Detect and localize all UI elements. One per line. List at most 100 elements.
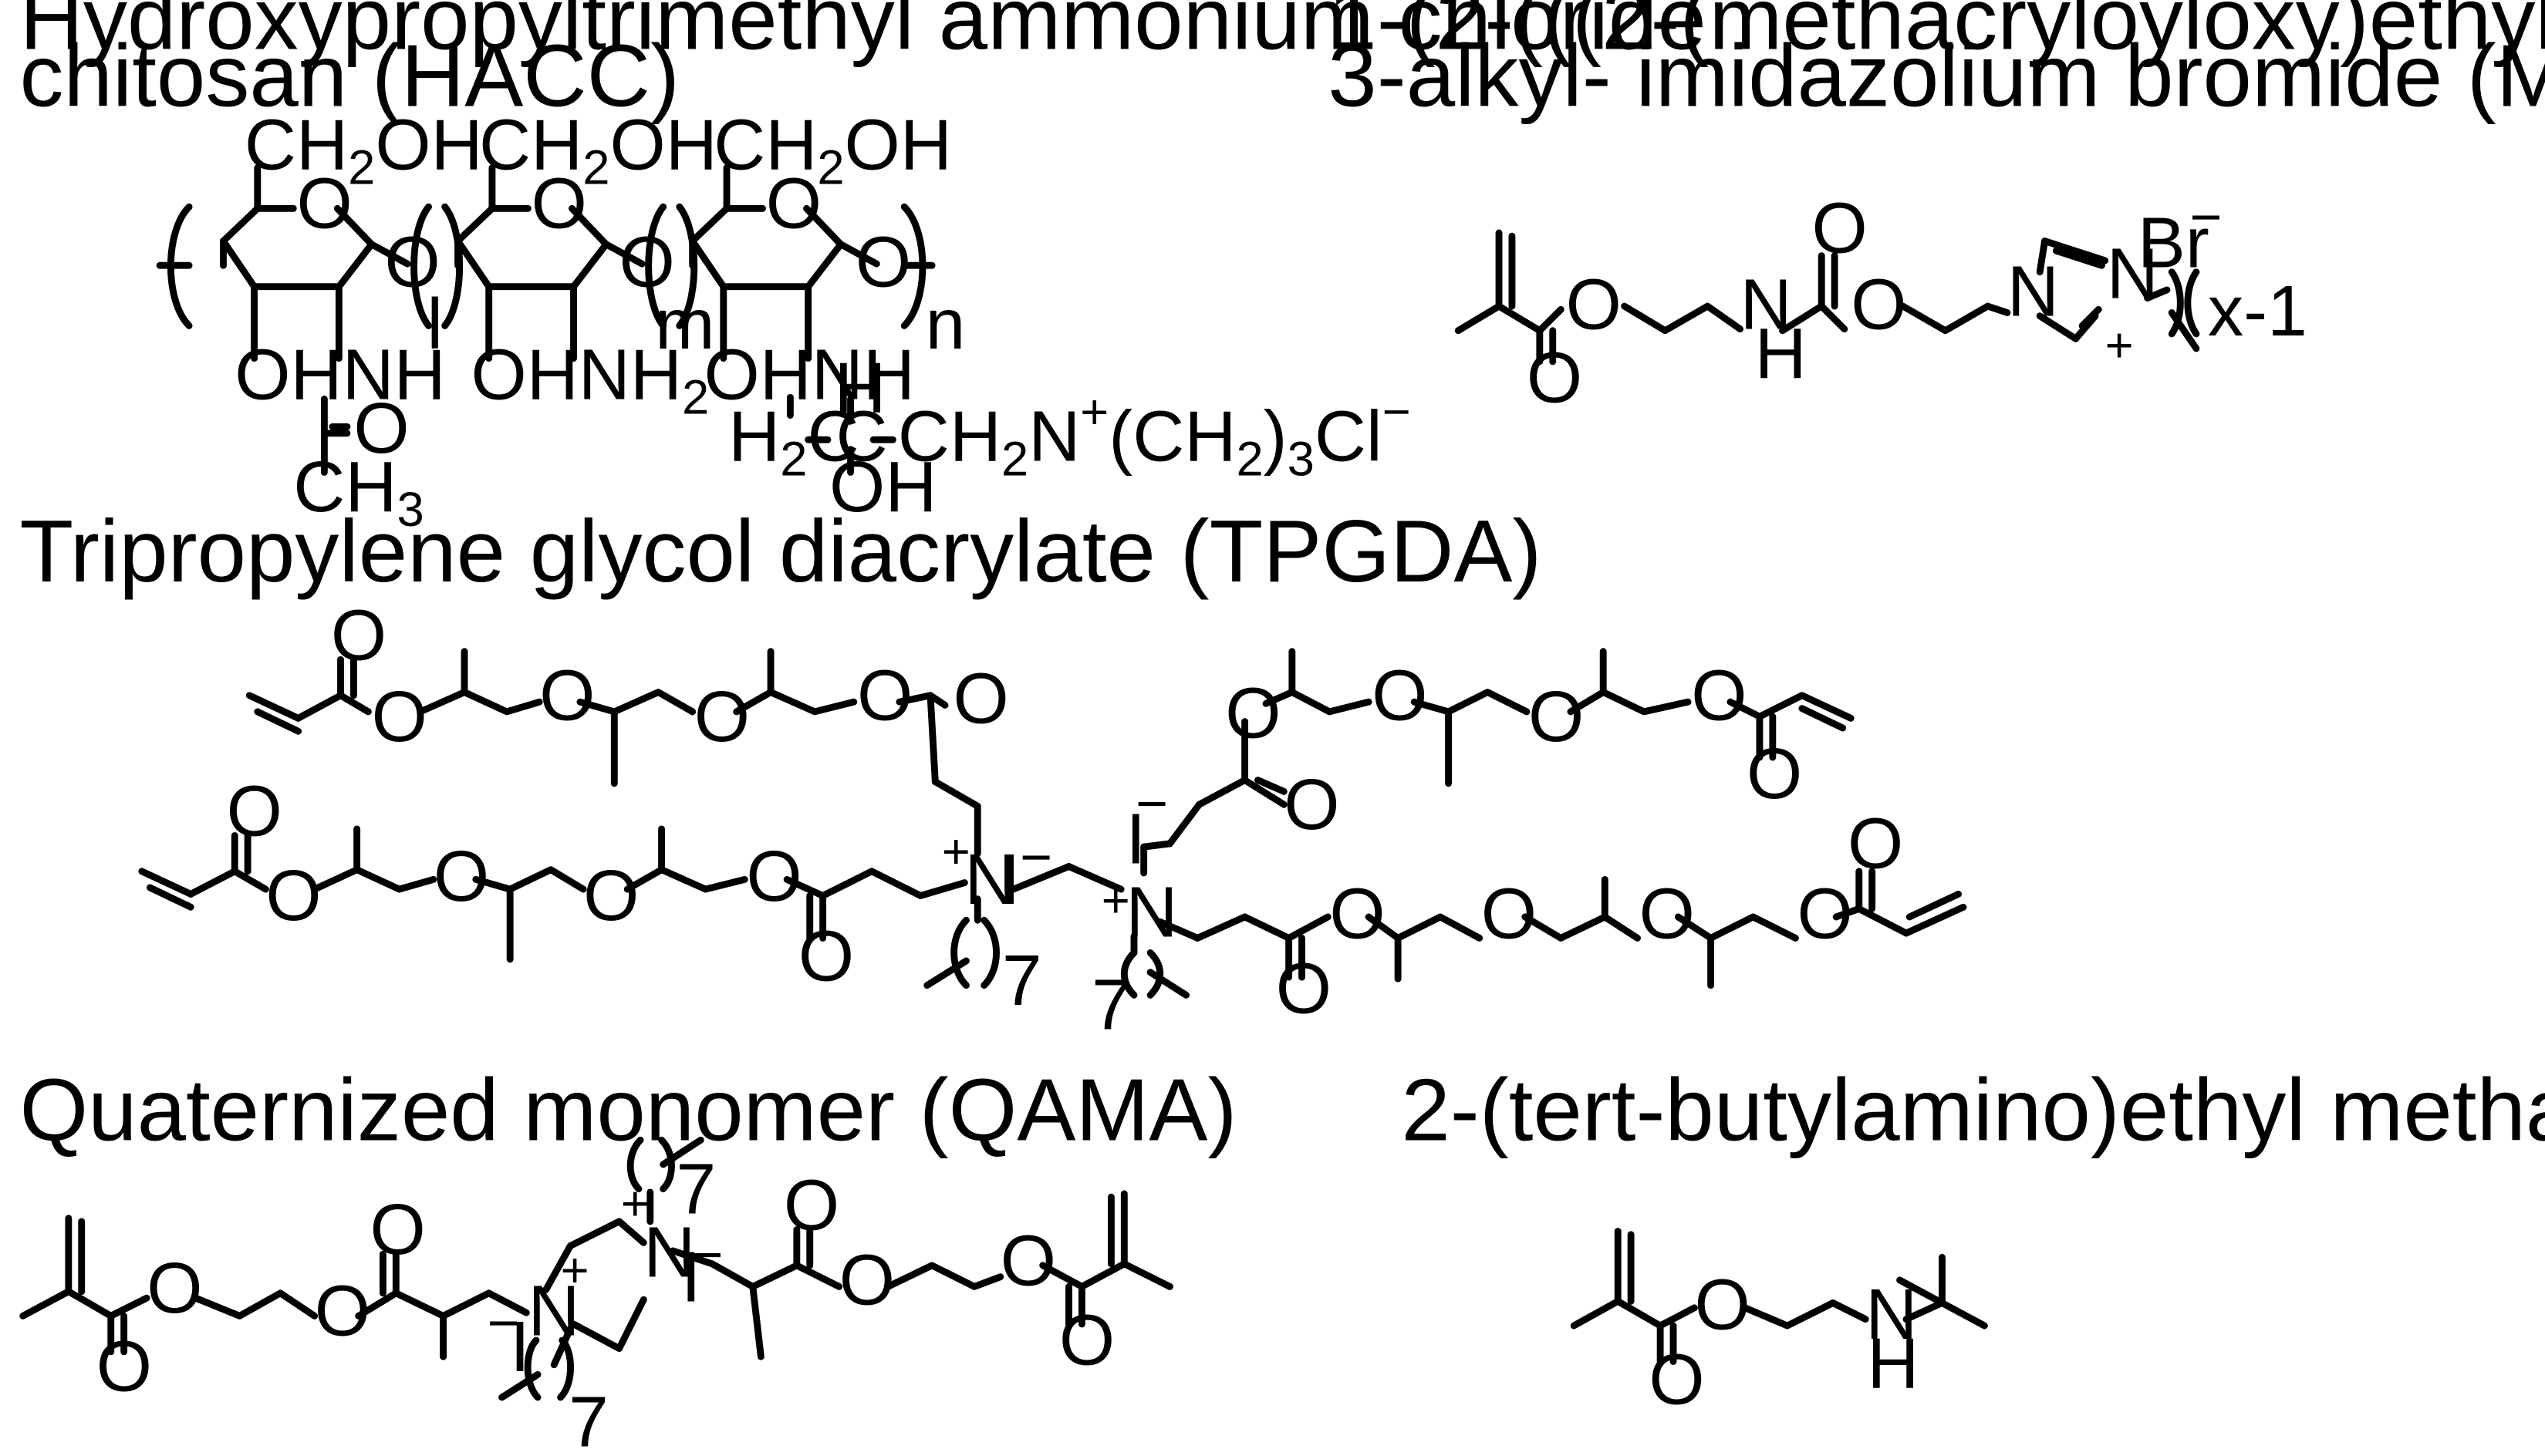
svg-text:O: O [1059,1300,1115,1380]
tbaema-bonds [1570,1228,1988,1365]
svg-text:O: O [583,855,639,935]
tbaema-atom-labels: O O N H [1649,1264,1919,1419]
tpgda-chain-label-1: 7 [1002,940,1042,1020]
tpgda-counter-ion-1: I [1001,827,1021,908]
qama-chain-label-1: 7 [569,1381,609,1456]
svg-text:H: H [834,347,886,427]
svg-text:O: O [798,915,854,996]
svg-text:−: − [691,1224,724,1286]
svg-text:OH: OH [829,447,937,527]
svg-text:N: N [964,839,1016,919]
svg-text:CH2OH: CH2OH [245,105,483,195]
tpgda-bonds [138,648,1967,999]
svg-text:O: O [694,676,750,757]
svg-text:O: O [296,163,352,244]
svg-text:+: + [942,825,970,879]
svg-text:O: O [385,222,440,302]
svg-text:CH3: CH3 [293,447,424,537]
svg-text:O: O [766,163,822,244]
svg-text:O: O [1481,873,1537,953]
qama-chain-label-2: 7 [677,1148,717,1228]
qama-title: Quaternized monomer (QAMA) [19,1061,1237,1159]
svg-text:O: O [1694,1264,1750,1344]
svg-text:N: N [643,1212,695,1293]
hacc-bonds [156,164,936,476]
svg-text:O: O [539,655,595,735]
svg-text:O: O [532,163,587,244]
svg-text:O: O [1797,873,1853,953]
meim-chain-label: x-1 [2208,271,2307,351]
tpgda-atom-labels: O O O O O O O O O O O O O O O O O O + N … [227,595,1904,1028]
svg-text:O: O [1848,804,1903,884]
svg-text:O: O [619,222,675,302]
meim-atom-labels: O O N H O O N N + Br − [1527,187,2222,417]
svg-text:−: − [2189,187,2222,248]
svg-text:−: − [488,1293,520,1354]
svg-text:CH2OH: CH2OH [479,105,717,195]
svg-text:O: O [1851,265,1906,345]
svg-text:O: O [1528,676,1584,757]
qama-bonds [19,1136,1173,1401]
tpgda-chain-label-2: 7 [1092,965,1132,1045]
svg-text:O: O [370,1189,426,1269]
svg-text:I: I [510,1306,530,1387]
tbaema-structure: 2-(tert-butylamino)ethyl methacrylate (T… [1401,1061,2545,1419]
meim-bonds [1454,229,2200,366]
qama-atom-labels: O O O O N + − I N + I − O O O O [96,1164,1115,1406]
tpgda-title: Tripropylene glycol diacrylate (TPGDA) [19,503,1541,601]
svg-text:O: O [954,659,1009,739]
svg-text:OHNH2: OHNH2 [471,334,709,424]
svg-text:N: N [1865,1274,1917,1354]
svg-text:O: O [1812,187,1868,268]
svg-text:O: O [784,1164,839,1245]
hacc-title-line-2: chitosan (HACC) [19,27,679,125]
meim-structure: 1-(2-(((2-(methacryloyloxy)ethyl)carbamo… [1328,0,2545,418]
svg-text:O: O [746,836,802,916]
svg-text:Br: Br [2138,202,2209,282]
svg-text:N: N [2007,251,2059,332]
tbaema-title: 2-(tert-butylamino)ethyl methacrylate (T… [1401,1061,2545,1159]
svg-text:H: H [1867,1323,1919,1403]
svg-text:O: O [1001,1220,1056,1300]
svg-text:N: N [2107,233,2159,313]
svg-text:OHNH: OHNH [235,334,446,414]
hacc-subscript-m: m [655,284,714,364]
hacc-subscript-l: l [427,284,443,364]
svg-text:O: O [147,1248,202,1328]
svg-text:CH2OH: CH2OH [714,105,952,195]
svg-text:C: C [836,396,888,477]
svg-text:N: N [1740,265,1792,345]
svg-text:O: O [857,655,913,735]
svg-text:O: O [1639,873,1695,953]
svg-text:N: N [528,1271,579,1351]
svg-text:+: + [2105,318,2134,372]
svg-text:H: H [1755,313,1807,393]
svg-text:O: O [1284,764,1339,844]
hacc-subscript-n: n [926,284,966,364]
svg-text:O: O [434,836,489,916]
qama-structure: Quaternized monomer (QAMA) [19,1061,1237,1456]
meim-title-line-2: 3-alkyl- imidazolium bromide (MEIM-x) [1328,27,2545,125]
svg-text:+: + [561,1243,589,1297]
svg-text:O: O [1747,733,1802,814]
svg-text:OHNH: OHNH [704,334,915,414]
hacc-structure: Hydroxypropyltrimethyl ammonium chloride… [19,0,1706,537]
svg-text:+: + [1102,874,1130,928]
svg-text:I: I [1126,798,1146,878]
svg-text:O: O [1566,265,1622,345]
svg-text:O: O [265,855,321,935]
svg-text:O: O [315,1271,370,1351]
svg-text:O: O [1372,655,1427,735]
svg-text:I: I [1001,839,1021,919]
svg-text:O: O [1527,338,1582,418]
hacc-title-line-1: Hydroxypropyltrimethyl ammonium chloride [19,0,1706,68]
svg-text:O: O [839,1240,895,1320]
svg-text:O: O [227,770,282,851]
svg-text:O: O [372,676,427,757]
svg-text:+: + [621,1177,650,1231]
svg-text:O: O [1691,655,1747,735]
svg-text:O: O [331,595,386,675]
hacc-atom-labels: CH2OH CH2OH CH2OH O O O O O O OHNH OHNH2… [235,105,1410,537]
svg-text:O: O [1329,873,1385,953]
